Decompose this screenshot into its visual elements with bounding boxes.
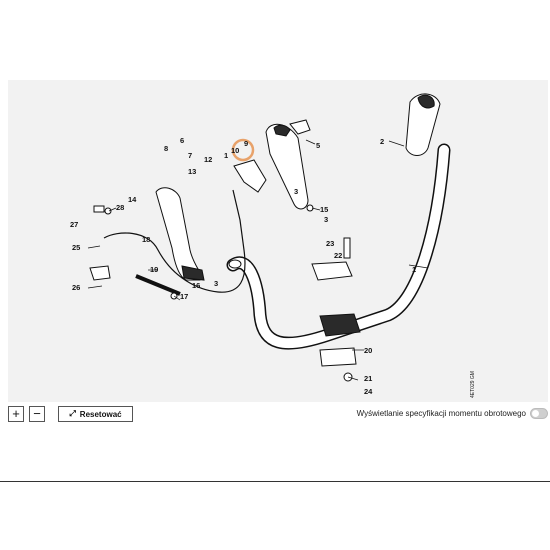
bottom-divider (0, 481, 550, 482)
callout-6[interactable]: 6 (180, 136, 184, 145)
expand-arrows-icon: ⤢ (69, 409, 76, 418)
callout-28[interactable]: 28 (116, 203, 124, 212)
callout-18[interactable]: 18 (142, 235, 150, 244)
clamp-assembly (311, 237, 361, 382)
callout-9[interactable]: 9 (244, 139, 248, 148)
parts-diagram-panel[interactable]: 1 1 2 3 3 3 5 6 7 8 9 10 12 13 14 15 16 … (8, 80, 548, 402)
callout-14[interactable]: 14 (128, 195, 137, 204)
callout-20[interactable]: 20 (364, 346, 372, 355)
callout-15[interactable]: 15 (320, 205, 328, 214)
throttle-cable (103, 189, 246, 296)
reset-label: Resetować (79, 409, 122, 419)
callout-2[interactable]: 2 (380, 137, 384, 146)
callout-13[interactable]: 13 (188, 167, 196, 176)
torque-spec-toggle[interactable] (530, 408, 548, 419)
callout-numbers: 1 1 2 3 3 3 5 6 7 8 9 10 12 13 14 15 16 … (70, 136, 416, 396)
handlebar-tube (226, 143, 451, 350)
callout-10[interactable]: 10 (231, 146, 239, 155)
zoom-in-button[interactable]: + (8, 406, 24, 422)
callout-8[interactable]: 8 (164, 144, 168, 153)
toggle-knob (532, 410, 539, 417)
callout-3-upper[interactable]: 3 (294, 187, 298, 196)
rear-handle (155, 187, 205, 281)
callout-1-upper[interactable]: 1 (224, 151, 228, 160)
callout-21[interactable]: 21 (364, 374, 372, 383)
callout-1[interactable]: 1 (412, 265, 416, 274)
rubber-grip (405, 93, 441, 156)
callout-5[interactable]: 5 (316, 141, 320, 150)
callout-3-mid[interactable]: 3 (324, 215, 328, 224)
callout-12[interactable]: 12 (204, 155, 212, 164)
exploded-parts-diagram[interactable]: 1 1 2 3 3 3 5 6 7 8 9 10 12 13 14 15 16 … (8, 80, 548, 402)
callout-24[interactable]: 24 (364, 387, 373, 396)
callout-22[interactable]: 22 (334, 251, 342, 260)
callout-3-lower[interactable]: 3 (214, 279, 218, 288)
reset-button[interactable]: ⤢ Resetować (58, 406, 133, 422)
callout-26[interactable]: 26 (72, 283, 80, 292)
callout-25[interactable]: 25 (72, 243, 80, 252)
torque-spec-label: Wyświetlanie specyfikacji momentu obroto… (356, 409, 526, 418)
callout-23[interactable]: 23 (326, 239, 334, 248)
diagram-controls: + − ⤢ Resetować Wyświetlanie specyfikacj… (8, 406, 550, 424)
callout-27[interactable]: 27 (70, 220, 78, 229)
small-fasteners (89, 204, 314, 300)
leader-lines (87, 139, 429, 381)
diagram-code: 4ET029 GM (470, 371, 476, 398)
zoom-out-button[interactable]: − (29, 406, 45, 422)
callout-17[interactable]: 17 (180, 292, 188, 301)
callout-16[interactable]: 16 (192, 281, 200, 290)
control-handle-housing (233, 119, 311, 210)
callout-7[interactable]: 7 (188, 151, 192, 160)
callout-19[interactable]: 19 (150, 265, 158, 274)
selected-part-highlight[interactable] (231, 138, 255, 162)
